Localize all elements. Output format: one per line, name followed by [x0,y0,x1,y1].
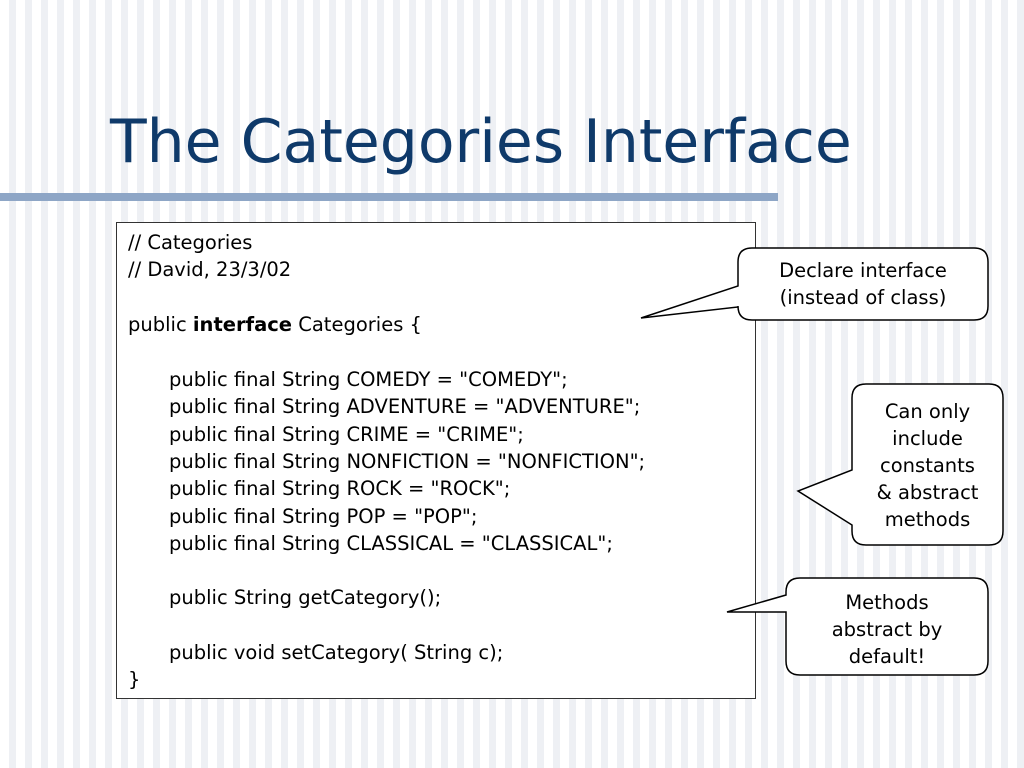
callout-line: abstract by [831,618,943,641]
code-constant-line: public final String CRIME = "CRIME"; [169,422,524,446]
callout-abstract-text: Methods abstract by default! [788,589,986,670]
callout-line: include [892,427,963,450]
code-closing-brace: } [128,668,141,692]
code-comment-title: // Categories [128,231,253,254]
callout-line: methods [884,508,971,531]
code-constant-line: public final String ADVENTURE = "ADVENTU… [169,395,641,419]
code-interface-declaration: public interface Categories { [128,311,422,338]
callout-line: constants [880,454,975,477]
code-decl-suffix: Categories { [292,313,422,336]
code-method-get: public String getCategory(); [169,586,442,610]
slide-title: The Categories Interface [110,107,852,177]
code-constant-line: public final String NONFICTION = "NONFIC… [169,449,646,473]
callout-constants-text: Can only include constants & abstract me… [854,398,1001,533]
code-constant-line: public final String POP = "POP"; [169,504,478,528]
code-constant-line: public final String COMEDY = "COMEDY"; [169,368,568,391]
callout-line: Can only [884,400,971,423]
callout-declare-text: Declare interface (instead of class) [740,257,986,311]
code-method-set: public void setCategory( String c); [169,641,504,664]
callout-line: & abstract [876,481,979,504]
title-underline [0,193,778,201]
callout-line: (instead of class) [779,286,947,309]
code-comment-author: // David, 23/3/02 [128,258,292,282]
code-constant-line: public final String ROCK = "ROCK"; [169,477,511,501]
code-keyword-interface: interface [192,313,293,336]
code-constant-line: public final String CLASSICAL = "CLASSIC… [169,531,613,555]
callout-line: Methods [845,591,929,614]
callout-line: default! [848,645,926,668]
callout-line: Declare interface [779,259,947,282]
code-decl-prefix: public [128,313,193,336]
code-listing: // Categories // David, 23/3/02 public i… [116,222,756,699]
